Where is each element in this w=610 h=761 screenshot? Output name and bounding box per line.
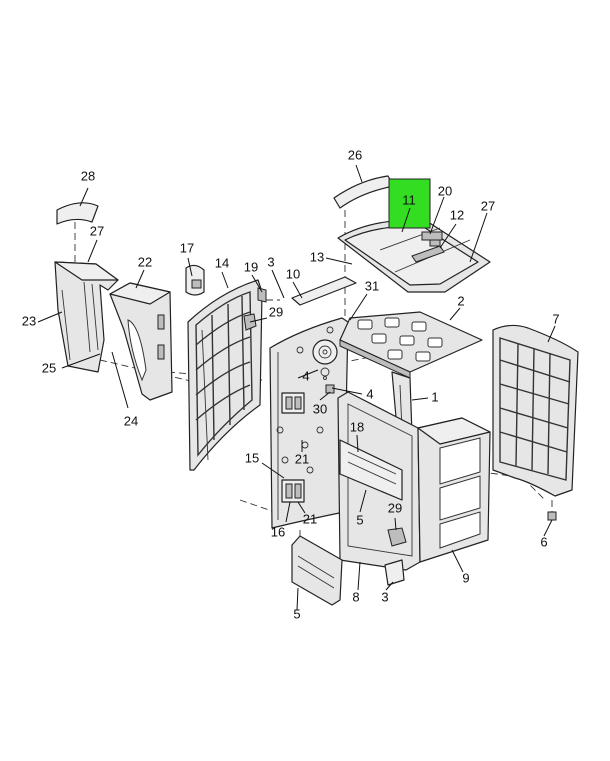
callout-3-upper: 3 [267,254,274,269]
part-20-lid-hinge [421,231,443,247]
part-4-disc [312,339,338,365]
callout-5-middle: 5 [356,512,363,527]
center-back-wall [269,317,349,529]
part-11-highlight-box [388,178,431,229]
callout-29-lower: 29 [388,500,402,515]
callout-2: 2 [457,293,464,308]
callout-19: 19 [244,259,258,274]
leader-lines [37,164,556,611]
part-7-mesh-panel [492,324,579,497]
part-28-cushion [56,202,99,225]
callout-16: 16 [271,524,285,539]
callout-15: 15 [245,450,259,465]
callout-29-upper: 29 [269,304,283,319]
callout-23: 23 [22,313,36,328]
callout-27-right: 27 [481,198,495,213]
part-5-lower-drawer [291,535,343,606]
part-19-clip [257,287,267,303]
callout-7: 7 [552,311,559,326]
callout-13: 13 [310,249,324,264]
callout-14: 14 [215,255,229,270]
part-10-top-strip [291,276,357,306]
part-2-shelf [339,311,483,379]
callout-24: 24 [124,413,138,428]
hinge-upper [281,392,305,414]
part-14-rear-panel [187,279,263,471]
part-16-hinge-lower [281,479,305,503]
part-29-latch-lower [387,527,407,547]
callout-21-lower: 21 [303,511,317,526]
callout-9: 9 [462,570,469,585]
part-23-seat-cushion [54,261,119,373]
part-6-foot [547,511,557,521]
part-9-right-panel [417,417,491,563]
callout-10: 10 [286,266,300,281]
part-3-lower-bracket [384,559,405,586]
callout-6: 6 [540,534,547,549]
callout-5-lower: 5 [293,606,300,621]
callout-26: 26 [348,147,362,162]
callout-labels: 28 27 23 25 24 22 17 14 19 3 10 29 13 31… [22,147,560,621]
callout-25: 25 [42,360,56,375]
callout-27-left: 27 [90,223,104,238]
callout-8: 8 [352,589,359,604]
callout-30: 30 [313,401,327,416]
part-22-side-cushion [109,282,173,401]
callout-22: 22 [138,254,152,269]
callout-11: 11 [402,192,416,207]
part-13-lid-frame [337,219,491,293]
callout-20: 20 [438,183,452,198]
part-26-top-cushion [333,175,395,209]
callout-28: 28 [81,168,95,183]
callout-18: 18 [350,419,364,434]
callout-21-upper: 21 [295,451,309,466]
callout-3-lower: 3 [381,589,388,604]
callout-12: 12 [450,207,464,222]
callout-4-left: 4 [302,368,309,383]
callout-4-right: 4 [366,386,373,401]
callout-17: 17 [180,240,194,255]
callout-31: 31 [365,278,379,293]
callout-1: 1 [431,389,438,404]
part-17-bracket [185,264,205,296]
part-8-front-door [337,391,421,571]
part-30-fastener [325,384,335,394]
